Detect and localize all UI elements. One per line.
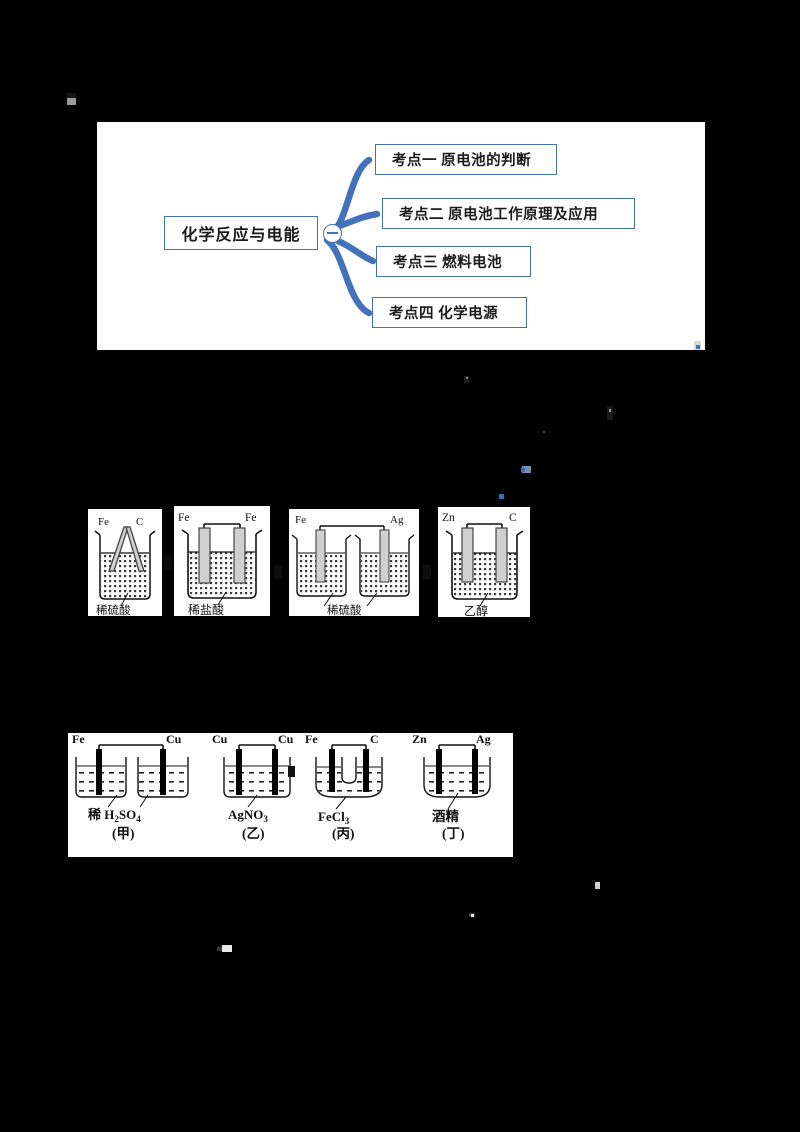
mindmap-node-4[interactable]: 考点四 化学电源 <box>372 297 527 328</box>
solution-label-yi: AgNO3 <box>228 807 268 824</box>
cell-bing: Fe C FeCl3 (丙) <box>305 733 383 841</box>
caption-yi: (乙) <box>242 826 265 841</box>
electrode-label-left: Fe <box>305 733 318 746</box>
stray-artifact-2 <box>67 98 76 105</box>
mindmap-node-2[interactable]: 考点二 原电池工作原理及应用 <box>382 198 635 229</box>
figure-separator-b <box>274 565 282 579</box>
mindmap-node-3-label: 考点三 燃料电池 <box>393 255 503 271</box>
minus-circle-icon[interactable] <box>323 224 342 243</box>
electrode-label-right: Ag <box>390 514 404 526</box>
electrode-label-left: Zn <box>442 512 455 524</box>
stray-artifact-16 <box>217 947 222 951</box>
cell-yi: Cu Cu AgNO3 (乙) <box>212 733 294 841</box>
mindmap-central-node[interactable]: 化学反应与电能 <box>164 216 318 250</box>
stray-artifact-10 <box>521 468 525 472</box>
cell-ding: Zn Ag 酒精 (丁) <box>412 733 491 841</box>
stray-artifact-8 <box>543 431 545 433</box>
cell-figure-b: Fe Fe 稀盐酸 <box>174 506 270 616</box>
cell-figure-set-2: Fe Cu 稀 H2SO4 (甲) Cu Cu AgNO3 (乙) <box>68 733 513 857</box>
electrode-label-left: Fe <box>295 514 306 526</box>
electrode-label-left: Cu <box>212 733 228 746</box>
electrode-label-right: C <box>370 733 379 746</box>
stray-artifact-7 <box>609 409 611 412</box>
panel-corner-dot-artifact <box>696 345 700 349</box>
solution-label-bing: FeCl3 <box>318 809 350 826</box>
stray-artifact-15 <box>222 945 232 952</box>
cell-jia: Fe Cu 稀 H2SO4 (甲) <box>72 733 189 841</box>
mindmap-node-3[interactable]: 考点三 燃料电池 <box>376 246 531 277</box>
solution-label-ding: 酒精 <box>432 808 459 824</box>
mindmap-node-4-label: 考点四 化学电源 <box>389 306 499 322</box>
electrode-label-left: Zn <box>412 733 427 746</box>
cell-figure-a: Fe C 稀硫酸 <box>88 509 162 616</box>
caption-jia: (甲) <box>112 826 135 841</box>
mindmap-panel: 化学反应与电能 考点一 原电池的判断 考点二 原电池工作原理及应用 考点三 燃料… <box>97 122 705 350</box>
mindmap-node-2-label: 考点二 原电池工作原理及应用 <box>399 207 599 223</box>
stray-artifact-11 <box>499 494 504 499</box>
caption-ding: (丁) <box>442 826 465 841</box>
caption-bing: (丙) <box>332 826 355 841</box>
mindmap-node-1-label: 考点一 原电池的判断 <box>392 153 532 169</box>
figure-separator-a <box>164 556 172 570</box>
solution-label: 稀硫酸 <box>96 603 131 616</box>
electrode-label-right: Fe <box>245 512 257 524</box>
electrode-label-left: Fe <box>98 516 109 528</box>
electrode-label-right: C <box>136 516 143 528</box>
solution-label: 乙醇 <box>464 603 488 617</box>
stray-artifact-6 <box>607 406 613 420</box>
stray-artifact-3 <box>288 766 295 777</box>
solution-label-jia: 稀 H2SO4 <box>88 807 141 824</box>
stray-artifact-1 <box>67 93 76 100</box>
stray-artifact-12 <box>595 882 600 889</box>
solution-label: 稀盐酸 <box>188 602 224 616</box>
stray-artifact-4 <box>464 376 469 383</box>
electrode-label-right: C <box>509 512 517 524</box>
stray-artifact-5 <box>466 377 468 379</box>
figure-separator-c <box>423 565 431 579</box>
solution-label: 稀硫酸 <box>327 603 362 616</box>
electrode-label-right: Cu <box>278 733 294 746</box>
mindmap-node-1[interactable]: 考点一 原电池的判断 <box>375 144 557 175</box>
electrode-label-right: Ag <box>476 733 491 746</box>
electrode-label-left: Fe <box>72 733 85 746</box>
cell-figure-c: Fe Ag 稀硫酸 <box>289 509 419 616</box>
cell-figure-d: Zn C 乙醇 <box>438 507 530 617</box>
stray-artifact-9 <box>522 466 531 473</box>
stray-artifact-14 <box>471 914 474 917</box>
mindmap-central-label: 化学反应与电能 <box>181 227 301 244</box>
electrode-label-left: Fe <box>178 512 190 524</box>
electrode-label-right: Cu <box>166 733 182 746</box>
